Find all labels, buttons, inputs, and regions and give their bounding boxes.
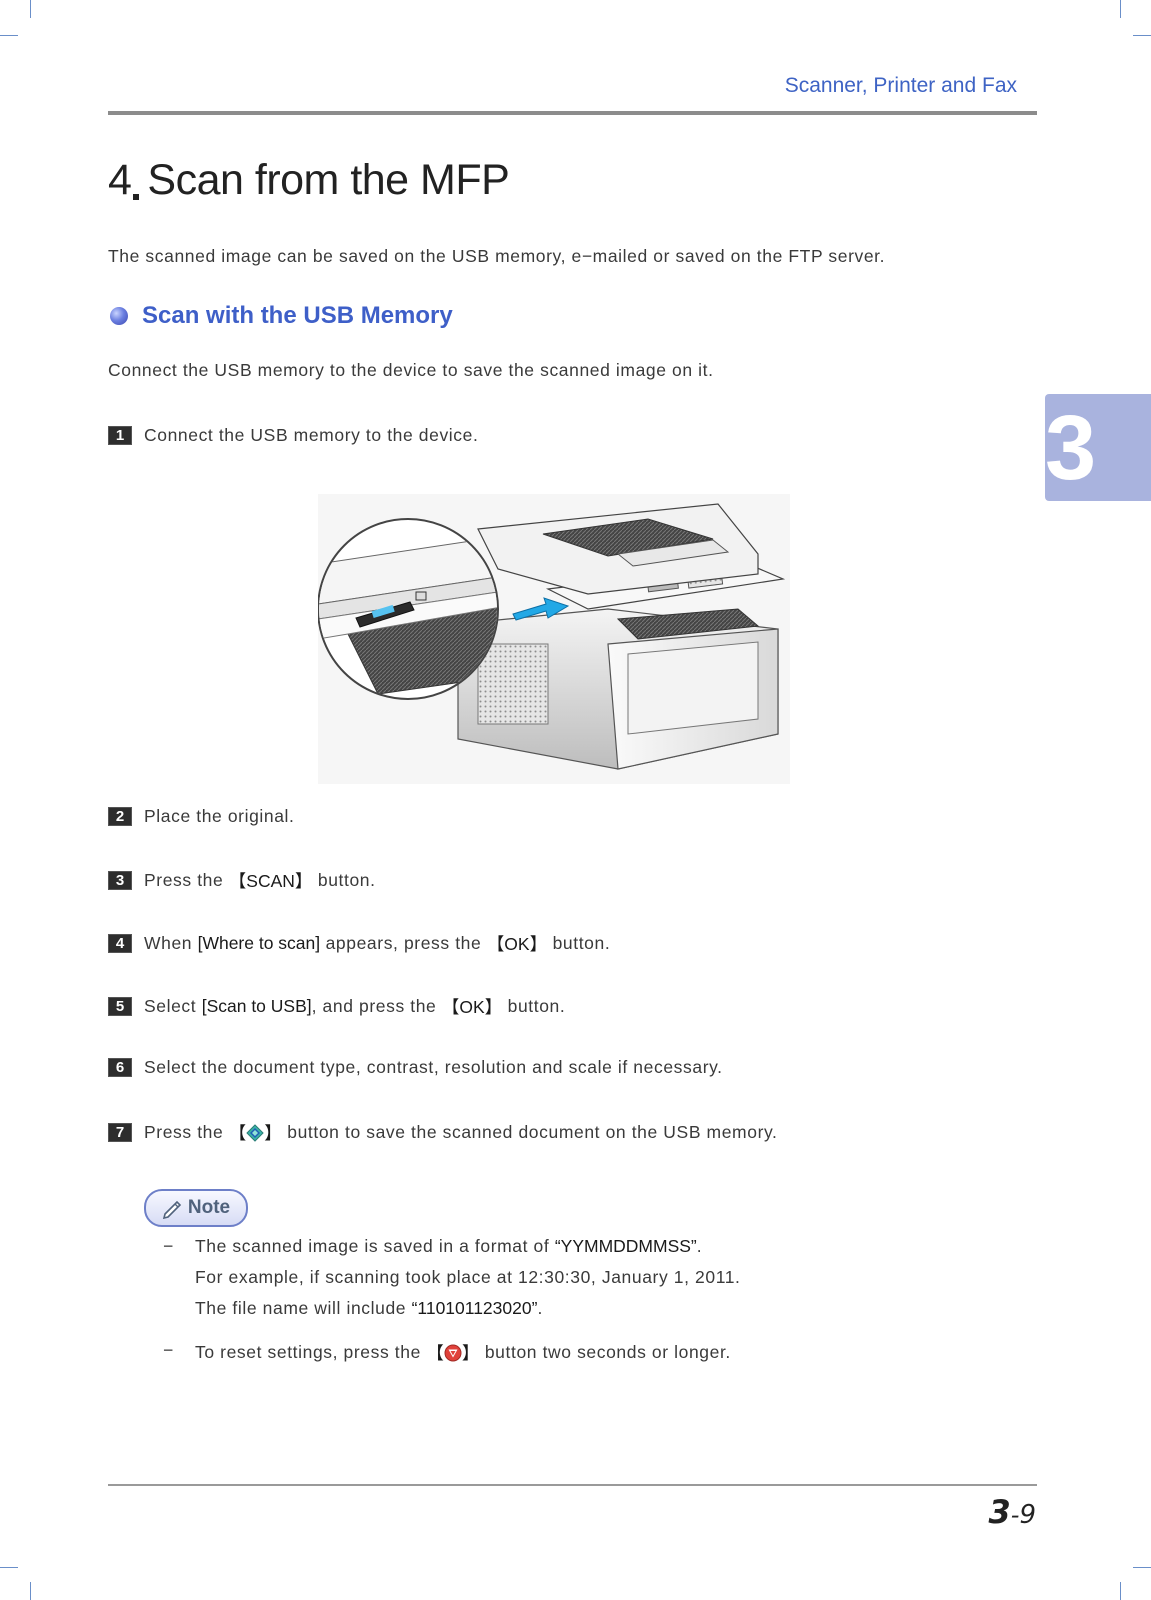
page-title: 4 Scan from the MFP: [108, 156, 510, 205]
crop-mark: [1120, 1582, 1121, 1600]
step-2: 2 Place the original.: [108, 806, 295, 827]
pencil-icon: [162, 1200, 182, 1219]
mfp-usb-illustration: [318, 494, 790, 784]
chapter-tab-number: 3: [1045, 397, 1097, 499]
note-text: To reset settings, press the: [195, 1342, 427, 1362]
note-line: To reset settings, press the 【】 button t…: [195, 1340, 731, 1365]
step-text-pre: Select: [144, 996, 202, 1016]
step-4: 4 When [Where to scan] appears, press th…: [108, 931, 610, 956]
note-line: For example, if scanning took place at 1…: [195, 1267, 741, 1287]
note-line: The file name will include “110101123020…: [195, 1298, 543, 1319]
title-text: Scan from the MFP: [147, 156, 510, 204]
step-text-pre: When: [144, 933, 198, 953]
scan-button-ref: 【SCAN】: [228, 871, 313, 891]
page-separator: -: [1010, 1501, 1020, 1529]
step-3: 3 Press the 【SCAN】 button.: [108, 868, 376, 893]
stop-reset-icon: [444, 1344, 462, 1361]
filename-value: “110101123020”: [411, 1298, 538, 1318]
step-number: 3: [108, 871, 132, 890]
step-number: 2: [108, 807, 132, 826]
title-dot: [133, 194, 140, 200]
step-text-mid: appears, press the: [320, 933, 487, 953]
step-text-post: button.: [547, 933, 611, 953]
bullet-icon: [110, 307, 128, 325]
bracket-close: 】: [461, 1343, 480, 1363]
running-header: Scanner, Printer and Fax: [784, 74, 1017, 97]
section-heading: Scan with the USB Memory: [110, 302, 453, 330]
note-label: Note: [187, 1197, 231, 1218]
crop-mark: [1133, 35, 1151, 36]
chapter-tab: 3: [1045, 394, 1151, 501]
note-text: The scanned image is saved in a format o…: [195, 1236, 555, 1256]
crop-mark: [0, 1567, 18, 1568]
step-text: Connect the USB memory to the device.: [144, 425, 479, 445]
section-title: Scan with the USB Memory: [142, 302, 453, 329]
step-text-pre: Press the: [144, 1122, 229, 1142]
where-to-scan-ref: [Where to scan]: [197, 933, 321, 953]
title-number: 4: [108, 156, 132, 204]
note-text: button two seconds or longer.: [479, 1342, 731, 1362]
page-chapter: 3: [988, 1493, 1011, 1531]
step-text: Select the document type, contrast, reso…: [144, 1057, 723, 1077]
step-text: Place the original.: [144, 806, 295, 826]
footer-rule: [108, 1484, 1037, 1486]
step-1: 1 Connect the USB memory to the device.: [108, 425, 478, 446]
step-text-pre: Press the: [144, 870, 229, 890]
crop-mark: [30, 0, 31, 18]
format-value: “YYMMDDMMSS”: [554, 1236, 697, 1256]
crop-mark: [1133, 1567, 1151, 1568]
step-text-mid: , and press the: [311, 996, 442, 1016]
start-diamond-icon: [246, 1123, 265, 1142]
step-text-post: button to save the scanned document on t…: [281, 1122, 778, 1142]
crop-mark: [0, 35, 18, 36]
bracket-close: 】: [264, 1123, 282, 1143]
crop-mark: [1120, 0, 1121, 18]
page-number: 3-9: [989, 1493, 1036, 1531]
step-text-post: button.: [312, 870, 376, 890]
bracket-open: 【: [228, 1123, 247, 1143]
step-7: 7 Press the 【】 button to save the scanne…: [108, 1120, 778, 1145]
step-number: 7: [108, 1123, 132, 1142]
intro-paragraph: The scanned image can be saved on the US…: [108, 246, 886, 266]
note-line: The scanned image is saved in a format o…: [195, 1236, 702, 1257]
step-number: 5: [108, 997, 132, 1016]
step-6: 6 Select the document type, contrast, re…: [108, 1057, 723, 1078]
section-description: Connect the USB memory to the device to …: [108, 360, 714, 380]
header-rule: [108, 111, 1037, 115]
ok-button-ref: 【OK】: [486, 934, 548, 954]
ok-button-ref: 【OK】: [441, 997, 503, 1017]
crop-mark: [30, 1582, 31, 1600]
note-text: .: [537, 1298, 543, 1318]
scan-to-usb-ref: [Scan to USB]: [201, 996, 312, 1016]
note-text: .: [696, 1236, 703, 1256]
step-number: 6: [108, 1058, 132, 1077]
page-index: 9: [1019, 1500, 1036, 1530]
note-badge: Note: [144, 1189, 248, 1227]
note-text: The file name will include: [195, 1298, 412, 1318]
step-number: 4: [108, 934, 132, 953]
step-number: 1: [108, 426, 132, 445]
step-text-post: button.: [502, 996, 566, 1016]
step-5: 5 Select [Scan to USB], and press the 【O…: [108, 994, 565, 1019]
note-dash: −: [163, 1236, 174, 1256]
bracket-open: 【: [426, 1343, 444, 1363]
note-dash: −: [163, 1340, 174, 1360]
